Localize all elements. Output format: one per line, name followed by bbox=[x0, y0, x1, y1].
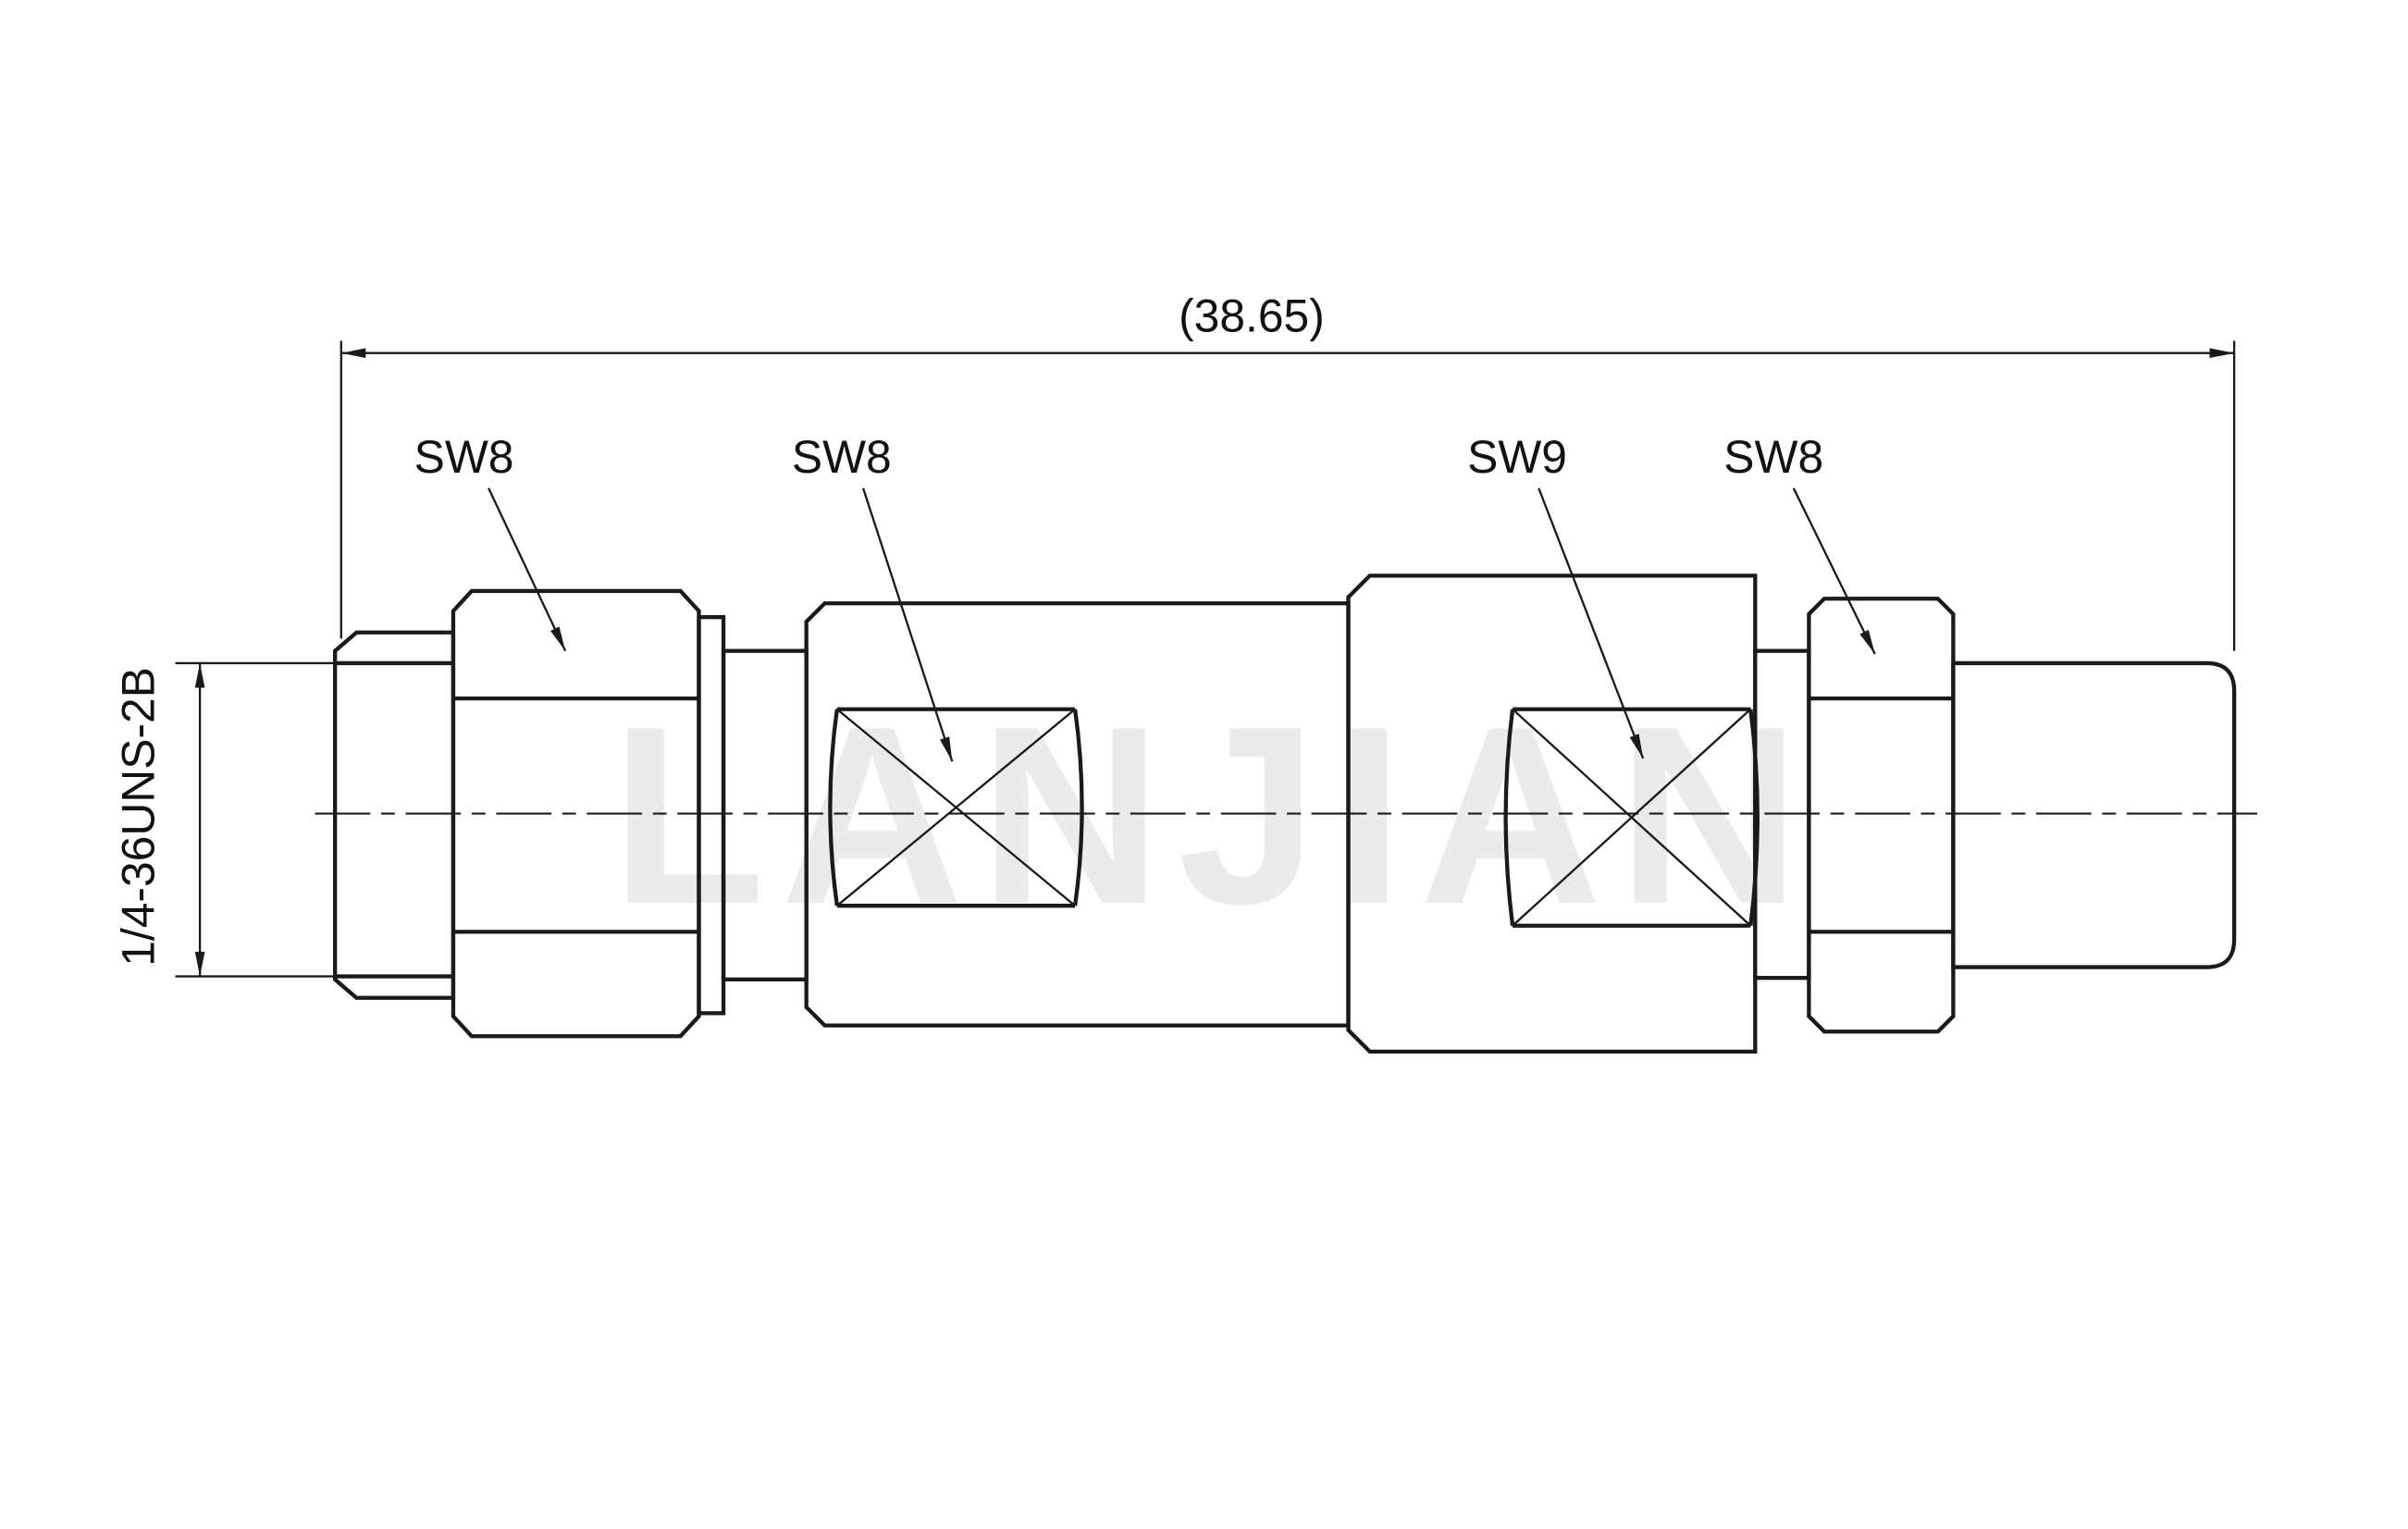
sw8-right-label: SW8 bbox=[1723, 431, 1823, 483]
part-left-plug bbox=[332, 630, 456, 1000]
dimension-thread: 1/4-36UNS-2B bbox=[112, 661, 394, 978]
thread-spec-label: 1/4-36UNS-2B bbox=[112, 667, 164, 967]
part-hex-nut-left bbox=[451, 588, 701, 1039]
watermark-text: LANJIAN bbox=[611, 674, 1816, 957]
part-flat-mid bbox=[828, 707, 1084, 908]
part-body-right bbox=[1346, 573, 1758, 1054]
callout-sw9: SW9 bbox=[1467, 431, 1645, 759]
part-end-cap bbox=[1951, 660, 2237, 969]
overall-length-label: (38.65) bbox=[1179, 290, 1325, 341]
dimension-overall: (38.65) bbox=[340, 290, 2236, 651]
part-hex-nut-right bbox=[1807, 597, 1956, 1034]
callout-sw8-left: SW8 bbox=[414, 431, 567, 652]
sw9-label: SW9 bbox=[1467, 431, 1567, 483]
callout-sw8-right: SW8 bbox=[1723, 431, 1876, 655]
callout-sw8-mid: SW8 bbox=[792, 431, 954, 762]
sw8-mid-label: SW8 bbox=[792, 431, 892, 483]
sw8-left-label: SW8 bbox=[414, 431, 514, 483]
